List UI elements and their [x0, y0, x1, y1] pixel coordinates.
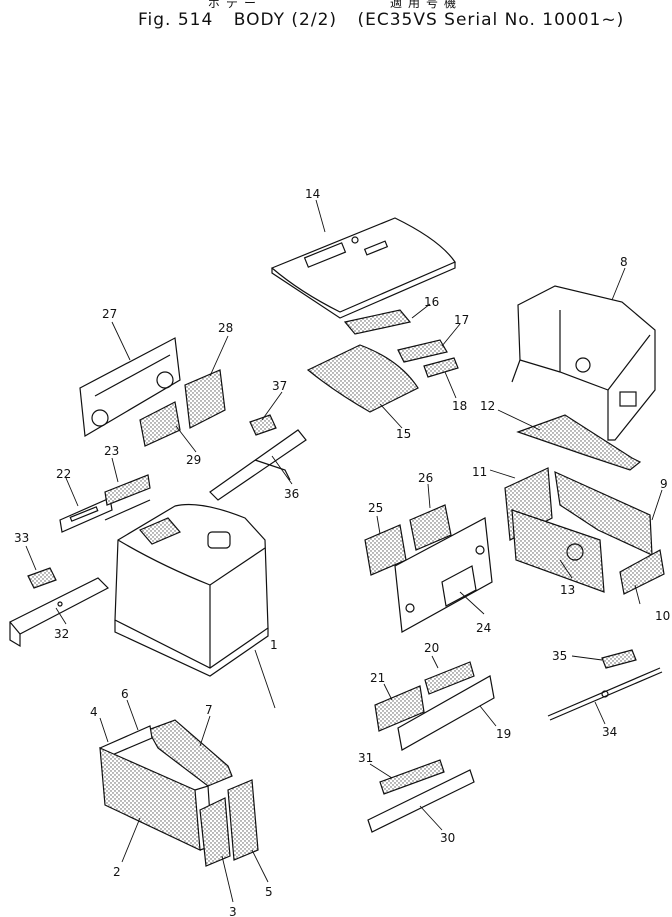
part-37-pad: [249, 414, 277, 436]
callout-14: 14: [305, 187, 320, 201]
part-12-floor-plate: [516, 414, 642, 471]
callout-30: 30: [440, 831, 455, 845]
callout-18: 18: [452, 399, 467, 413]
callout-33: 33: [14, 531, 29, 545]
part-33-pad: [27, 567, 57, 589]
callout-3: 3: [229, 905, 237, 917]
part-19-bracket: [397, 675, 495, 751]
part-name: BODY (2/2): [233, 10, 338, 30]
part-34-rod: [547, 667, 663, 721]
part-16-pad: [343, 309, 412, 335]
part-26-pad: [409, 504, 452, 551]
part-5-side-panel: [227, 779, 259, 861]
part-7-top-panel: [147, 719, 233, 787]
figure-title: Fig. 514 BODY (2/2) (EC35VS Serial No. 1…: [138, 10, 638, 30]
part-28-panel: [184, 369, 226, 429]
callout-15: 15: [396, 427, 411, 441]
callout-34: 34: [602, 725, 617, 739]
callout-36: 36: [284, 487, 299, 501]
part-13-panel: [511, 509, 605, 593]
callout-27: 27: [102, 307, 117, 321]
part-24-side-panel: [394, 517, 493, 633]
callout-28: 28: [218, 321, 233, 335]
part-31-pad: [379, 759, 445, 795]
callout-2: 2: [113, 865, 121, 879]
leader-lines: [25, 199, 663, 903]
callout-35: 35: [552, 649, 567, 663]
part-30-bracket: [367, 769, 475, 833]
part-22-rail: [59, 497, 113, 533]
callout-13: 13: [560, 583, 575, 597]
callout-31: 31: [358, 751, 373, 765]
part-18-pad: [423, 357, 459, 378]
part-29-panel: [139, 401, 181, 447]
callout-16: 16: [424, 295, 439, 309]
part-15-floor-mat: [306, 344, 419, 413]
header-jp-right: 適用号機: [390, 0, 463, 10]
part-23-rail: [104, 474, 151, 521]
callout-5: 5: [265, 885, 273, 899]
callout-26: 26: [418, 471, 433, 485]
part-9-panel: [554, 470, 653, 556]
callout-12: 12: [480, 399, 495, 413]
callout-7: 7: [205, 703, 213, 717]
callout-9: 9: [660, 477, 668, 491]
callout-37: 37: [272, 379, 287, 393]
part-3-side-panel: [199, 797, 231, 867]
part-10-panel: [619, 549, 665, 595]
callout-23: 23: [104, 444, 119, 458]
callout-1: 1: [270, 638, 278, 652]
callout-11: 11: [472, 465, 487, 479]
part-35-pad: [601, 649, 637, 669]
callout-29: 29: [186, 453, 201, 467]
callout-17: 17: [454, 313, 469, 327]
callout-32: 32: [54, 627, 69, 641]
callout-4: 4: [90, 705, 98, 719]
callout-24: 24: [476, 621, 491, 635]
callout-22: 22: [56, 467, 71, 481]
callout-20: 20: [424, 641, 439, 655]
part-21-pad: [374, 685, 425, 732]
part-32-bracket: [9, 577, 110, 648]
part-20-pad: [424, 661, 475, 695]
callout-19: 19: [496, 727, 511, 741]
callout-25: 25: [368, 501, 383, 515]
callout-labels: 1 2 3 4 5 6 7 8 9 10 11 12 13 14 15 16 1…: [14, 187, 670, 917]
part-14-roof-panel: [270, 217, 456, 319]
part-8-rear-frame: [511, 285, 656, 441]
part-1-hood-body: [114, 503, 269, 677]
part-27-side-frame: [79, 337, 181, 437]
serial-range: (EC35VS Serial No. 10001~): [357, 10, 625, 30]
callout-8: 8: [620, 255, 628, 269]
part-36-bracket: [209, 429, 307, 501]
header-jp-left: ボデー: [208, 0, 263, 10]
callout-6: 6: [121, 687, 129, 701]
callout-21: 21: [370, 671, 385, 685]
part-17-pad: [397, 339, 448, 363]
callout-10: 10: [655, 609, 670, 623]
figure-number: Fig. 514: [138, 10, 214, 30]
